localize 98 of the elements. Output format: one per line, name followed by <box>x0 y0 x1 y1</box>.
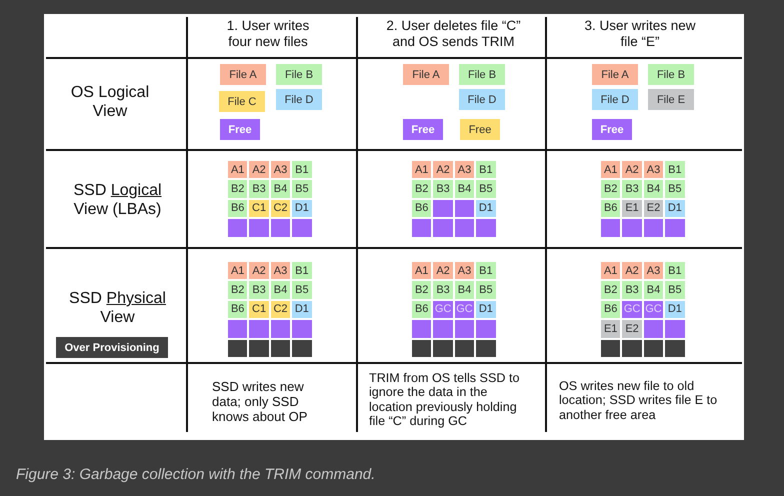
storage-block: B4 <box>642 179 664 199</box>
storage-block: C1 <box>248 198 270 218</box>
storage-block: GC <box>454 300 476 320</box>
storage-block: B6 <box>411 198 432 218</box>
row-header: SSD Physical View <box>68 289 167 328</box>
file-block: File C <box>219 91 265 112</box>
file-block: File B <box>459 64 505 85</box>
storage-block: A3 <box>270 261 292 280</box>
file-block: File B <box>276 64 322 85</box>
storage-block: B3 <box>432 280 454 300</box>
storage-block: C2 <box>270 198 292 218</box>
storage-block: D1 <box>291 300 313 320</box>
storage-block: GC <box>432 300 454 320</box>
storage-block: E2 <box>642 198 664 218</box>
storage-block: D1 <box>664 300 686 320</box>
storage-block: C1 <box>248 300 270 320</box>
storage-block: B3 <box>248 179 270 199</box>
storage-block: B4 <box>270 179 292 199</box>
storage-block: B5 <box>664 179 686 199</box>
storage-block: B5 <box>475 179 497 199</box>
storage-block: A3 <box>642 261 664 280</box>
storage-block: E1 <box>600 319 622 339</box>
storage-block: B3 <box>248 280 270 300</box>
storage-block: B1 <box>475 261 497 280</box>
storage-block: D1 <box>664 198 686 218</box>
storage-block: B4 <box>270 280 292 300</box>
column-header: 2. User deletes file “C” and OS sends TRIM <box>385 18 522 50</box>
file-block: Free <box>403 119 443 140</box>
storage-block: A1 <box>227 160 248 180</box>
storage-block: E2 <box>621 319 643 339</box>
storage-block: B5 <box>664 280 686 300</box>
storage-block: A2 <box>621 160 643 180</box>
storage-block: B4 <box>454 179 476 199</box>
storage-block: A2 <box>432 160 454 180</box>
storage-block: B3 <box>621 179 643 199</box>
storage-block: A2 <box>432 261 454 280</box>
storage-block: A1 <box>411 261 432 280</box>
storage-block: B6 <box>411 300 432 320</box>
storage-block: GC <box>642 300 664 320</box>
file-block: Free <box>220 119 260 140</box>
figure-caption: Figure 3: Garbage collection with the TRIM command. <box>16 466 376 483</box>
storage-block: GC <box>621 300 643 320</box>
step-description: SSD writes new data; only SSD knows about OP <box>212 380 308 425</box>
storage-block: A2 <box>248 160 270 180</box>
storage-block: A3 <box>454 160 476 180</box>
storage-block: C2 <box>270 300 292 320</box>
file-block: File A <box>403 64 449 85</box>
file-block: File A <box>220 64 266 85</box>
storage-block: A2 <box>248 261 270 280</box>
row-header: SSD Logical View (LBAs) <box>72 181 163 220</box>
file-block: Free <box>460 119 500 140</box>
storage-block: B3 <box>432 179 454 199</box>
storage-block: B5 <box>291 179 313 199</box>
storage-block: B2 <box>411 179 432 199</box>
over-provisioning-tag: Over Provisioning <box>56 337 168 358</box>
storage-block: B1 <box>664 261 686 280</box>
file-block: File D <box>459 89 505 110</box>
row-header: OS Logical View <box>70 83 150 122</box>
storage-block: B1 <box>291 160 313 180</box>
storage-block: E1 <box>621 198 643 218</box>
storage-block: D1 <box>475 300 497 320</box>
storage-block: B5 <box>291 280 313 300</box>
storage-block: A3 <box>270 160 292 180</box>
storage-block: B6 <box>600 198 622 218</box>
storage-block: B4 <box>642 280 664 300</box>
step-description: TRIM from OS tells SSD to ignore the data in the location previously holding file “C” during GC <box>369 371 520 429</box>
file-block: File D <box>276 89 322 110</box>
storage-block: B2 <box>227 179 248 199</box>
file-block: Free <box>592 119 632 140</box>
storage-block: B2 <box>600 280 622 300</box>
file-block: File D <box>592 89 638 110</box>
storage-block: A2 <box>621 261 643 280</box>
storage-block: B2 <box>411 280 432 300</box>
storage-block: A1 <box>600 261 622 280</box>
storage-block: B6 <box>227 198 248 218</box>
column-header: 1. User writes four new files <box>226 18 310 50</box>
storage-block: B1 <box>664 160 686 180</box>
storage-block: B5 <box>475 280 497 300</box>
storage-block: D1 <box>291 198 313 218</box>
step-description: OS writes new file to old location; SSD writes file E to another free area <box>559 379 718 422</box>
storage-block: B6 <box>227 300 248 320</box>
storage-block: B2 <box>227 280 248 300</box>
file-block: File A <box>592 64 638 85</box>
storage-block: B1 <box>291 261 313 280</box>
storage-block: A1 <box>411 160 432 180</box>
storage-block: B6 <box>600 300 622 320</box>
storage-block: A1 <box>600 160 622 180</box>
storage-block: A3 <box>642 160 664 180</box>
column-header: 3. User writes new file “E” <box>583 18 697 50</box>
file-block: File B <box>648 64 694 85</box>
storage-block: A3 <box>454 261 476 280</box>
storage-block: D1 <box>475 198 497 218</box>
storage-block: B4 <box>454 280 476 300</box>
storage-block: B3 <box>621 280 643 300</box>
storage-block: B2 <box>600 179 622 199</box>
storage-block: A1 <box>227 261 248 280</box>
storage-block: B1 <box>475 160 497 180</box>
file-block: File E <box>648 89 694 110</box>
